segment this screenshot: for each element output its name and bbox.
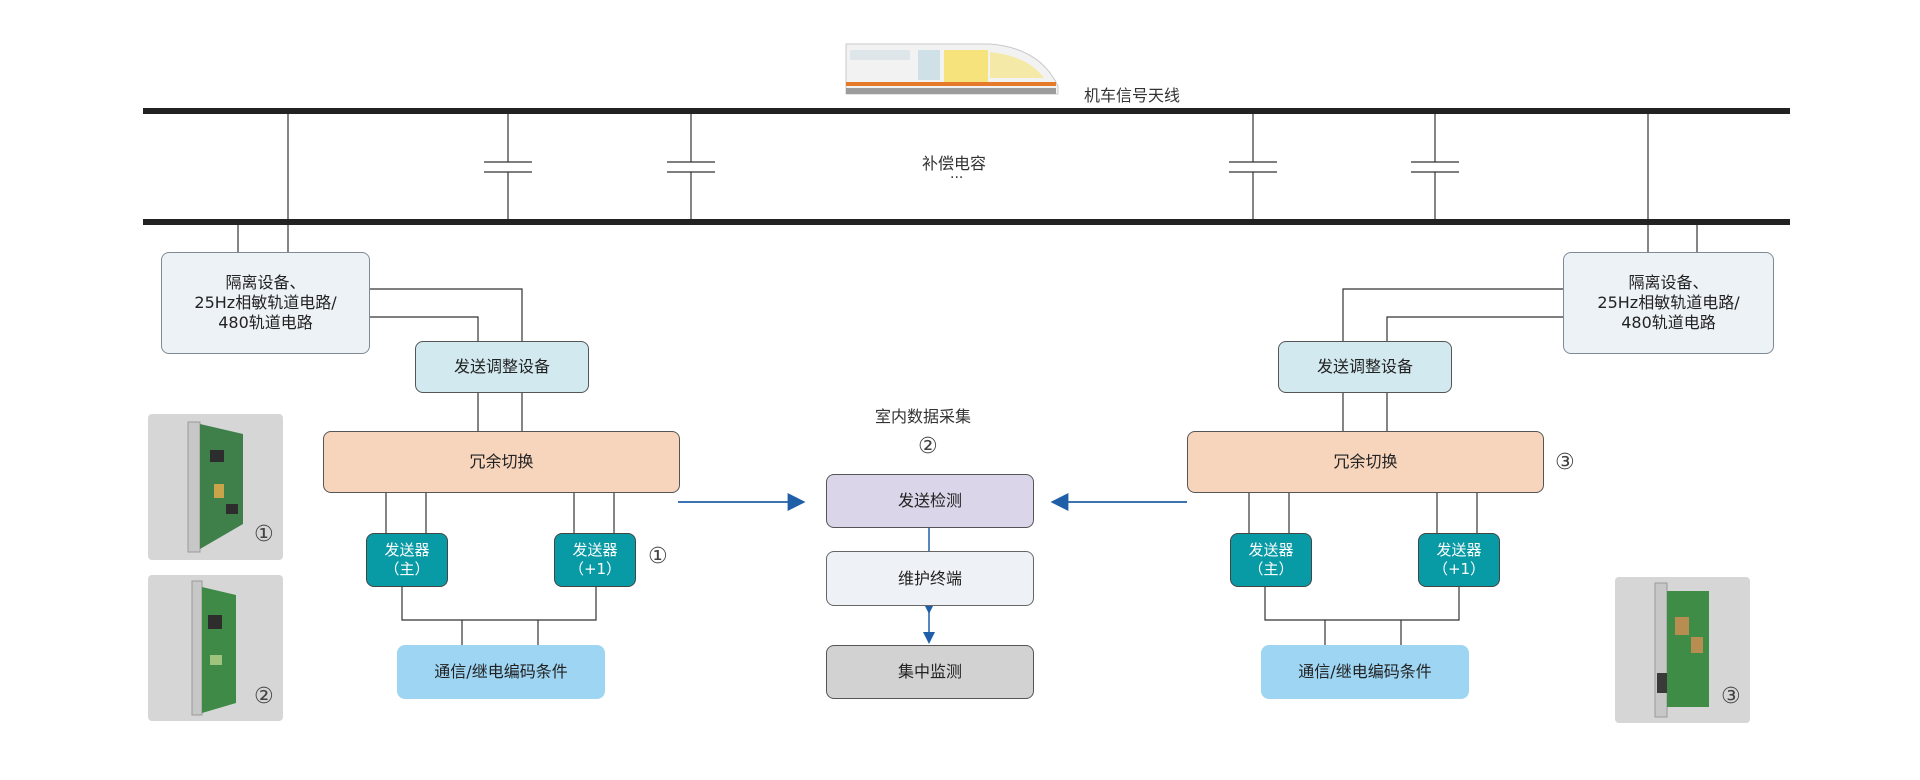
left-isolation-box: 隔离设备、 25Hz相敏轨道电路/ 480轨道电路 (161, 252, 370, 354)
center-title: 室内数据采集 (875, 407, 972, 426)
capacitor-ellipsis: ··· (950, 170, 964, 186)
right-transmitter-plus1: 发送器 （+1） (1418, 533, 1500, 587)
capacitor-label: 补偿电容 (922, 154, 987, 173)
transmitter-photo-1 (148, 414, 283, 560)
antenna-label: 机车信号天线 (1084, 86, 1181, 105)
capacitor-1 (484, 114, 532, 219)
capacitor-4 (1411, 114, 1459, 219)
center-marker: ② (918, 434, 938, 459)
transmitter-photo-2 (148, 575, 283, 721)
right-redundancy-box: 冗余切换 (1187, 431, 1544, 493)
right-transmitter-main: 发送器 （主） (1230, 533, 1312, 587)
transmitter-photo-3 (1615, 577, 1750, 723)
left-redundancy-box: 冗余切换 (323, 431, 680, 493)
centralized-monitor-box: 集中监测 (826, 645, 1034, 699)
maintenance-terminal-box: 维护终端 (826, 551, 1034, 606)
left-comm-box: 通信/继电编码条件 (397, 645, 605, 699)
capacitor-3 (1229, 114, 1277, 219)
left-transmitter-plus1: 发送器 （+1） (554, 533, 636, 587)
capacitor-2 (667, 114, 715, 219)
right-comm-box: 通信/继电编码条件 (1261, 645, 1469, 699)
detect-box: 发送检测 (826, 474, 1034, 528)
photo-3-marker: ③ (1721, 684, 1741, 709)
left-transmitter-marker: ① (648, 544, 668, 569)
left-transmitter-main: 发送器 （主） (366, 533, 448, 587)
train-graphic (840, 36, 1060, 106)
right-adjust-box: 发送调整设备 (1278, 341, 1452, 393)
left-adjust-box: 发送调整设备 (415, 341, 589, 393)
right-isolation-box: 隔离设备、 25Hz相敏轨道电路/ 480轨道电路 (1563, 252, 1774, 354)
right-redundancy-marker: ③ (1555, 450, 1575, 475)
photo-2-marker: ② (254, 684, 274, 709)
photo-1-marker: ① (254, 522, 274, 547)
